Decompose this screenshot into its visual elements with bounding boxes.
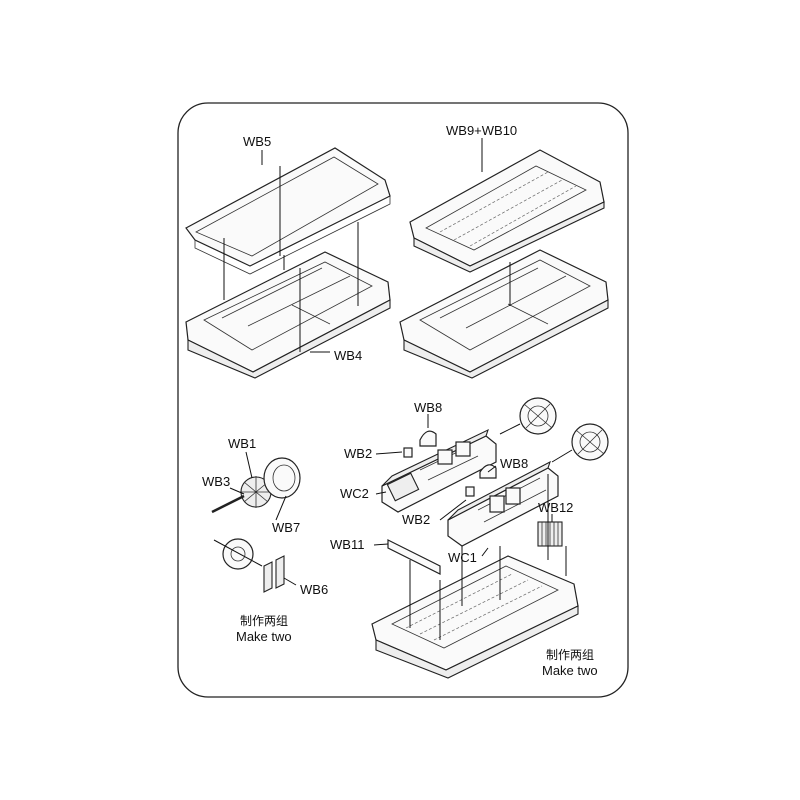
alignment-lines-left — [223, 166, 359, 352]
label-wb9-wb10: WB9+WB10 — [446, 123, 517, 138]
label-wb2-top: WB2 — [344, 446, 372, 461]
part-wb4-base-frame — [185, 251, 391, 379]
part-wb2-mid — [465, 486, 475, 497]
part-wc1-superstructure — [447, 460, 559, 547]
label-wb12: WB12 — [538, 500, 573, 515]
label-wb7: WB7 — [272, 520, 300, 535]
label-wc2: WC2 — [340, 486, 369, 501]
note-right-en: Make two — [542, 663, 598, 678]
label-wb8-mid: WB8 — [500, 456, 528, 471]
part-fan-upper — [499, 397, 557, 435]
label-wb8-top: WB8 — [414, 400, 442, 415]
note-left-cn: 制作两组 — [240, 614, 288, 628]
label-wb11: WB11 — [330, 537, 364, 552]
label-wc1: WC1 — [448, 550, 477, 565]
note-right-cn: 制作两组 — [546, 648, 594, 662]
part-wb5-deck-lid — [185, 147, 391, 275]
part-wb11-strip — [387, 539, 441, 575]
leader-lines — [229, 138, 553, 586]
part-fan-lower — [551, 423, 609, 463]
part-hull-lower — [371, 555, 579, 679]
label-wb5: WB5 — [243, 134, 271, 149]
label-wb2-mid: WB2 — [402, 512, 430, 527]
label-wb6: WB6 — [300, 582, 328, 597]
part-wb3-shaft — [211, 494, 245, 514]
part-wb7-fan-housing — [263, 457, 301, 499]
part-wb12-grille — [537, 521, 563, 547]
diagram-frame — [177, 102, 629, 698]
part-wb2-top — [403, 447, 413, 458]
label-wb4: WB4 — [334, 348, 362, 363]
part-wb9-wb10-deck — [409, 149, 605, 273]
label-wb3: WB3 — [202, 474, 230, 489]
part-wb8-dome-top — [419, 430, 437, 447]
alignment-lines-middle — [409, 474, 567, 640]
part-base-frame-right — [399, 249, 609, 379]
label-wb1: WB1 — [228, 436, 256, 451]
part-wc2-superstructure — [381, 428, 497, 513]
note-left-en: Make two — [236, 629, 292, 644]
part-wb1-fan-blades — [240, 476, 272, 508]
part-wb6-fan-assembly — [213, 538, 285, 593]
